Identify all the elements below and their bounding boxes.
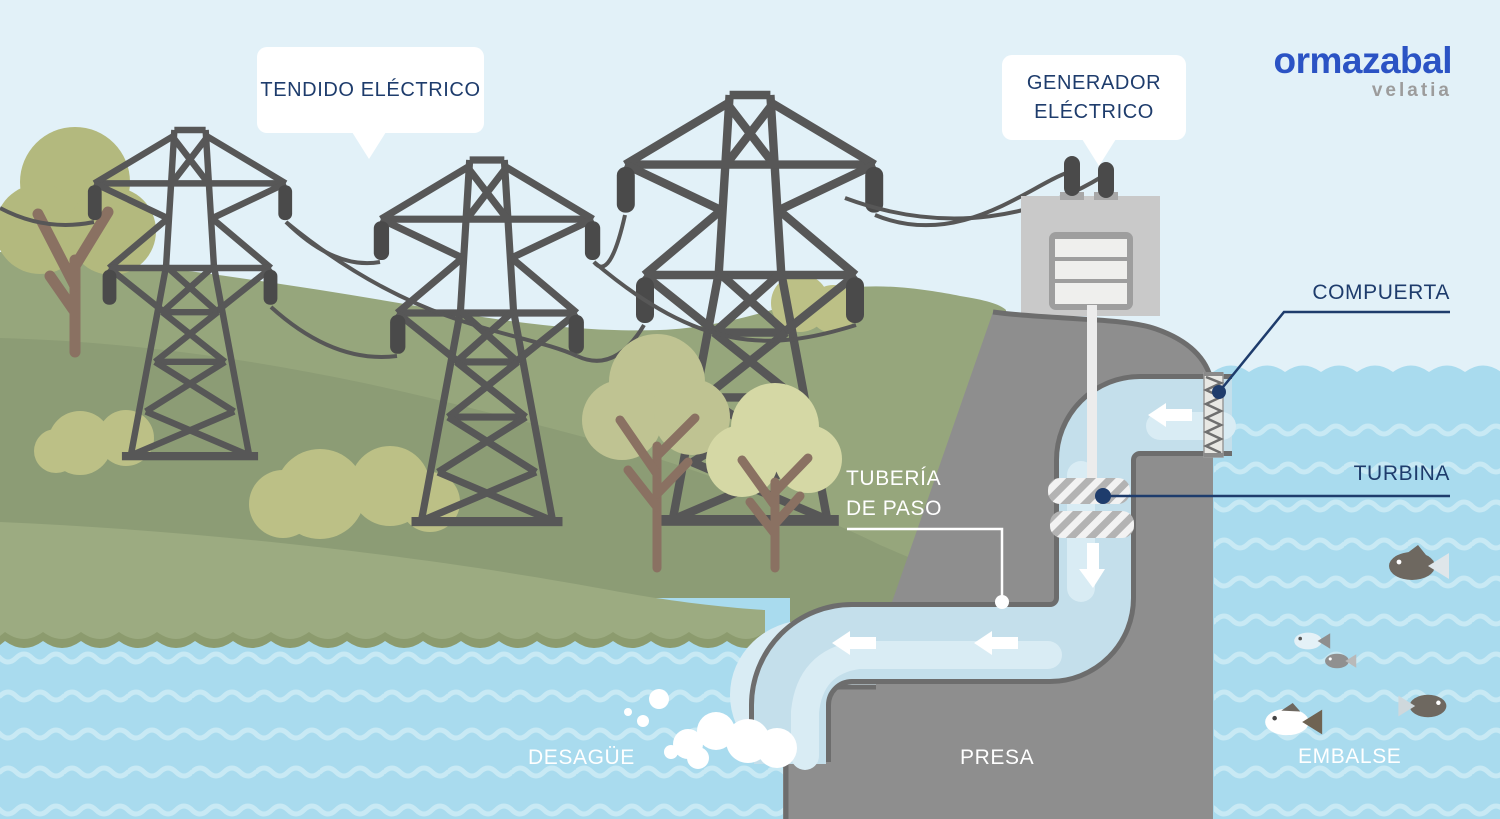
logo-subbrand-text: velatia	[1371, 80, 1452, 101]
reservoir-label: EMBALSE	[1298, 745, 1402, 768]
intake-gate	[1203, 372, 1225, 458]
river-bank	[0, 522, 765, 639]
outflow-label: DESAGÜE	[528, 746, 635, 769]
fish-icon	[1398, 694, 1447, 718]
reservoir-water	[1213, 365, 1500, 819]
generator-label: GENERADOR ELÉCTRICO	[1026, 71, 1162, 123]
logo-brand-text: ormazabal	[1273, 40, 1452, 81]
generator-callout: GENERADOR ELÉCTRICO	[1002, 55, 1186, 166]
dam-crest-edge	[992, 309, 1216, 397]
ormazabal-logo: ormazabal velatia	[1262, 42, 1452, 100]
flow-arrow-icon	[832, 403, 1192, 655]
gate-label: COMPUERTA	[1312, 281, 1450, 304]
turbine-shaft	[1087, 305, 1097, 500]
dam-label: PRESA	[960, 746, 1035, 769]
fish-icon	[1389, 545, 1449, 580]
tree-icon	[582, 334, 730, 573]
generator-building	[1021, 156, 1160, 316]
turbine-label: TURBINA	[1353, 462, 1450, 485]
callout-tail	[352, 132, 386, 159]
fish-icon	[1294, 632, 1331, 650]
penstock-label: TUBERÍA DE PASO	[846, 467, 943, 521]
leader-line-compuerta	[1212, 310, 1450, 399]
fish-icon	[1265, 703, 1323, 736]
tree-icon	[706, 383, 842, 573]
power-lines-label: TENDIDO ELÉCTRICO	[260, 78, 481, 101]
waterfall-foam	[624, 689, 797, 769]
leader-line-tuberia	[847, 527, 1009, 609]
callout-tail	[1082, 139, 1116, 166]
leader-line-turbina	[1095, 488, 1450, 504]
bushing-insulator-icon	[1060, 156, 1118, 200]
power-lines-callout: TENDIDO ELÉCTRICO	[257, 47, 484, 159]
fish-icon	[1325, 653, 1357, 669]
